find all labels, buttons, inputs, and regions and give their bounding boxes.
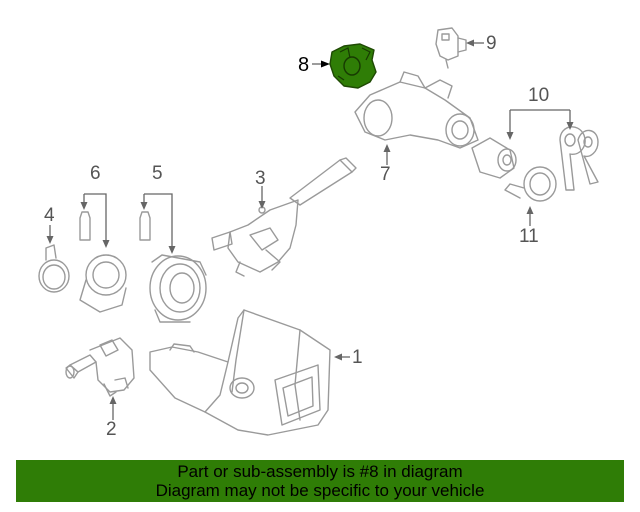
callout-3: 3	[255, 168, 266, 189]
info-banner: Part or sub-assembly is #8 in diagram Di…	[16, 460, 624, 502]
callout-2: 2	[106, 419, 117, 440]
callout-8: 8	[298, 54, 310, 76]
part-11-illuminator-ring[interactable]	[504, 166, 557, 202]
banner-line-1: Part or sub-assembly is #8 in diagram	[177, 462, 463, 481]
callout-7: 7	[380, 164, 391, 185]
callout-11: 11	[519, 226, 539, 247]
part-6-steering-sensor[interactable]	[79, 211, 127, 313]
part-2-combination-switch[interactable]	[65, 337, 135, 397]
part-10-cylinder-and-keys[interactable]	[471, 126, 599, 191]
callout-1: 1	[352, 347, 363, 368]
part-5-spiral-cable[interactable]	[139, 211, 207, 323]
callout-10: 10	[528, 85, 550, 106]
part-3-turn-signal-switch[interactable]	[211, 157, 357, 277]
callout-6: 6	[90, 163, 101, 184]
callout-4: 4	[44, 205, 55, 226]
callout-9: 9	[486, 33, 497, 54]
part-1-column-cover[interactable]	[149, 309, 331, 436]
part-4-clamp[interactable]	[38, 244, 70, 293]
callout-5: 5	[152, 163, 163, 184]
banner-line-2: Diagram may not be specific to your vehi…	[155, 481, 485, 500]
part-8-ignition-switch[interactable]	[329, 43, 377, 89]
part-7-lock-housing[interactable]	[354, 71, 479, 149]
part-9-key-reminder-switch[interactable]	[435, 27, 467, 69]
